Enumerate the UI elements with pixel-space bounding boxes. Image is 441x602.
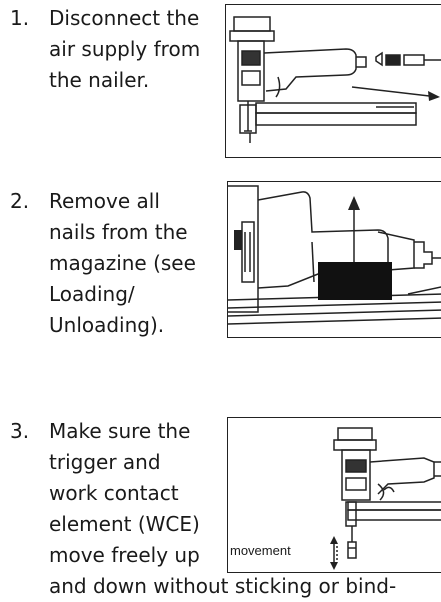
figure-caption: movement xyxy=(230,543,291,558)
step-text-line: Unloading). xyxy=(49,313,165,337)
step-text-line: element (WCE) xyxy=(49,512,200,536)
step-text-line: air supply from xyxy=(49,37,201,61)
nailer-air-disconnect-illustration xyxy=(225,4,441,158)
step-3-text: Make sure the trigger and work contact e… xyxy=(49,416,200,571)
step-text-line: trigger and xyxy=(49,450,161,474)
step-1-text: Disconnect the air supply from the naile… xyxy=(49,3,200,96)
step-2-text: Remove all nails from the magazine (see … xyxy=(49,186,196,341)
step-text-line: Disconnect the xyxy=(49,6,200,30)
nailer-wce-movement-illustration: movement xyxy=(227,417,441,573)
step-number: 3. xyxy=(10,419,30,443)
step-text-line: and down without sticking or bind- xyxy=(49,574,397,598)
step-text-line: move freely up xyxy=(49,543,200,567)
step-text-line: Loading/ xyxy=(49,282,135,306)
step-number: 1. xyxy=(10,6,30,30)
step-text-line: magazine (see xyxy=(49,251,196,275)
step-text-line: Make sure the xyxy=(49,419,191,443)
step-number: 2. xyxy=(10,189,30,213)
step-text-line: Remove all xyxy=(49,189,160,213)
step-text-line: work contact xyxy=(49,481,179,505)
step-text-line: the nailer. xyxy=(49,68,150,92)
nailer-magazine-illustration xyxy=(227,181,441,338)
step-text-line: nails from the xyxy=(49,220,188,244)
